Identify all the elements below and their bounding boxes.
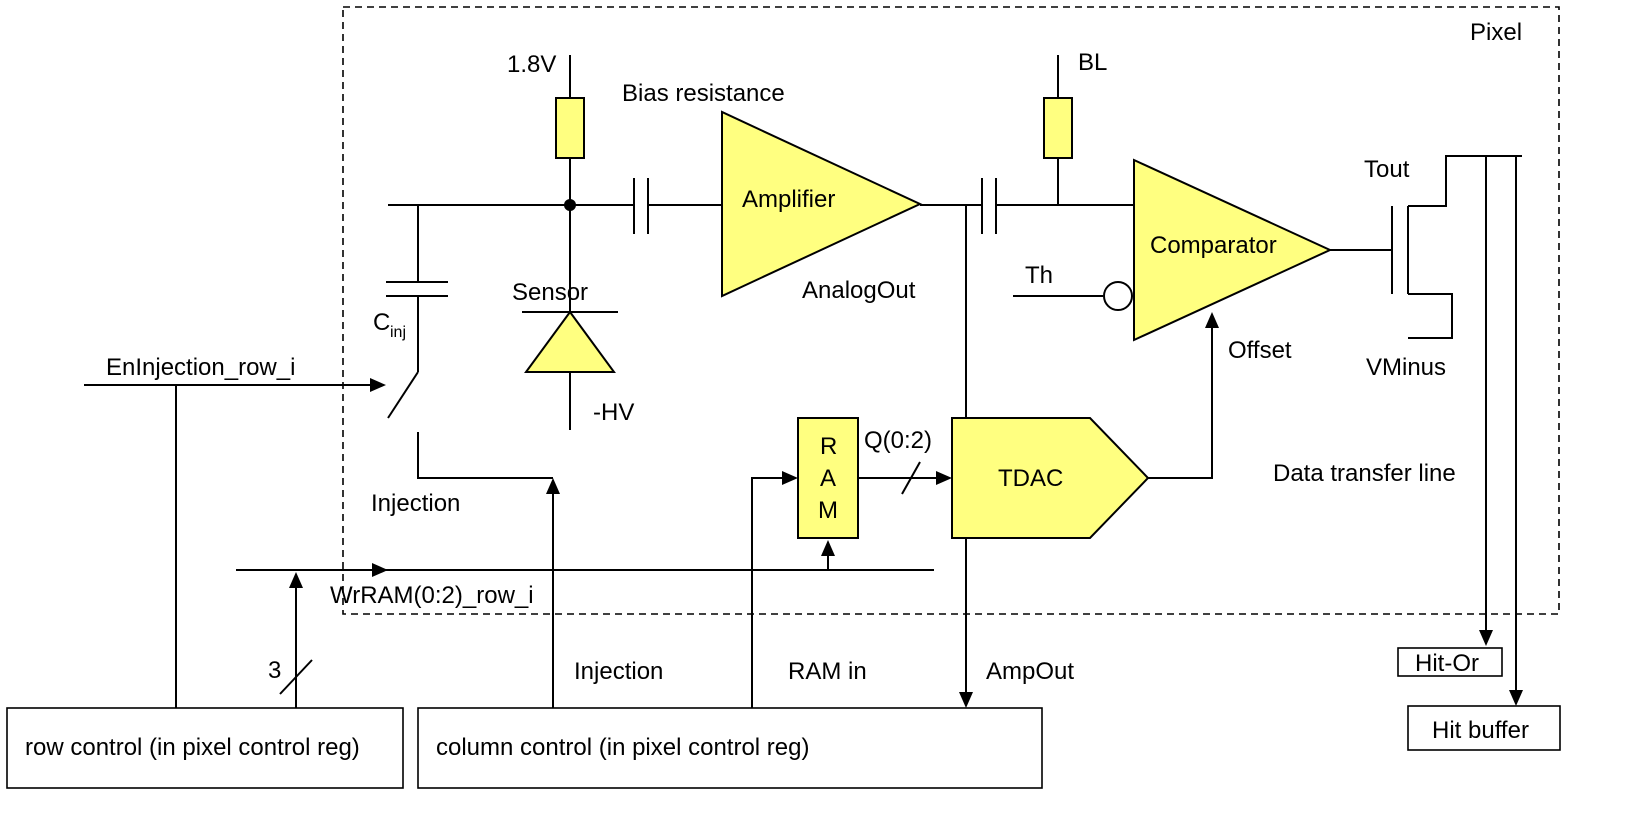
hit-buffer-label: Hit buffer — [1432, 717, 1529, 744]
bias-resistance-label: Bias resistance — [622, 80, 785, 107]
bl-resistor — [1043, 55, 1073, 205]
ram-m-label: M — [818, 497, 838, 524]
wrram-label: WrRAM(0:2)_row_i — [330, 582, 534, 609]
threshold-inverter-bubble — [1103, 281, 1133, 311]
c-inj-label: C — [373, 309, 390, 336]
hit-or-label: Hit-Or — [1415, 650, 1479, 677]
th-label: Th — [1025, 262, 1053, 289]
injection-col-label: Injection — [574, 658, 663, 685]
ram-in-label: RAM in — [788, 658, 867, 685]
amplifier-label: Amplifier — [742, 186, 835, 213]
output-transistor — [1330, 155, 1522, 339]
v18-label: 1.8V — [507, 51, 556, 78]
ram-in-line — [751, 477, 784, 708]
analog-out-label: AnalogOut — [802, 277, 916, 304]
column-control-label: column control (in pixel control reg) — [436, 734, 810, 761]
vminus-label: VMinus — [1366, 354, 1446, 381]
row-control-label: row control (in pixel control reg) — [25, 734, 360, 761]
hv-label: -HV — [593, 399, 634, 426]
injection-capacitor — [386, 205, 448, 372]
sensor-diode — [522, 310, 618, 373]
bias-resistor — [555, 55, 585, 430]
pixel-label: Pixel — [1470, 19, 1522, 46]
pixel-boundary — [342, 6, 1560, 615]
row-control-box: row control (in pixel control reg) — [6, 707, 404, 789]
comparator-label: Comparator — [1150, 232, 1277, 259]
injection-inner-label: Injection — [371, 490, 460, 517]
hit-or-box: Hit-Or — [1397, 647, 1503, 677]
c-inj-sub-label: inj — [390, 324, 406, 341]
bl-label: BL — [1078, 49, 1107, 76]
injection-switch — [387, 371, 419, 419]
column-control-box: column control (in pixel control reg) — [417, 707, 1043, 789]
sensor-label: Sensor — [512, 279, 588, 306]
q02-label: Q(0:2) — [864, 427, 932, 454]
offset-label: Offset — [1228, 337, 1292, 364]
tdac — [951, 417, 1150, 539]
data-transfer-label: Data transfer line — [1273, 460, 1456, 487]
injection-return-wire — [417, 432, 553, 479]
amp-out-label: AmpOut — [986, 658, 1074, 685]
en-injection-label: EnInjection_row_i — [106, 354, 295, 381]
tdac-label: TDAC — [998, 465, 1063, 492]
hit-buffer-box: Hit buffer — [1407, 705, 1561, 751]
bus-width-label: 3 — [268, 657, 281, 684]
ram-a-label: A — [820, 465, 836, 492]
comparator — [1133, 158, 1333, 342]
ram-r-label: R — [820, 433, 837, 460]
amplifier — [721, 110, 923, 298]
offset-wire — [1148, 326, 1213, 479]
tout-label: Tout — [1364, 156, 1410, 183]
